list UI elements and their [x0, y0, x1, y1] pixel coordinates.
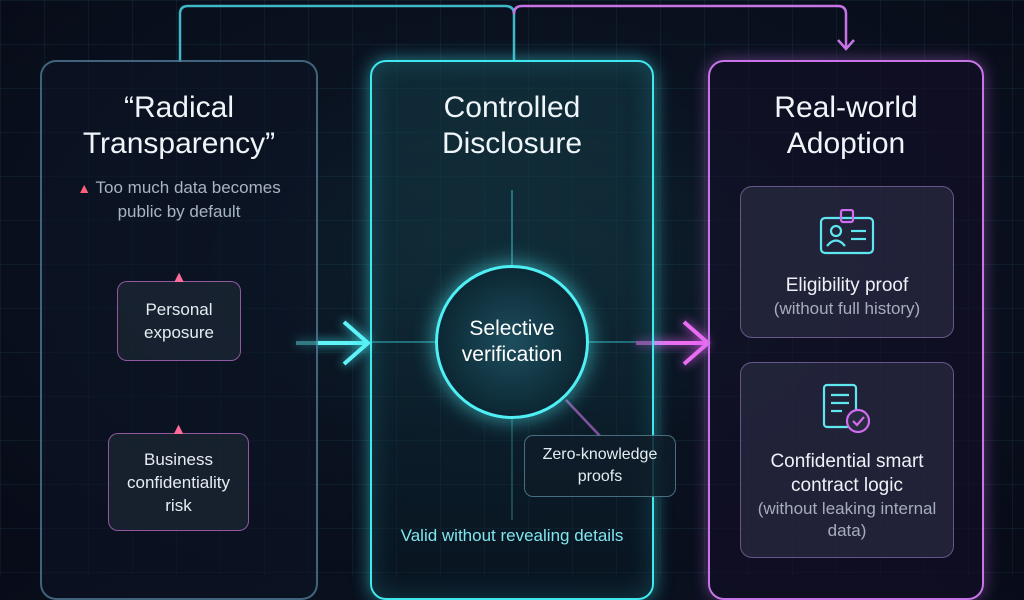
right-title: Real-world Adoption — [774, 91, 918, 160]
confidential-contract-label: Confidential smart contract logic — [770, 451, 924, 496]
business-risk-card: ▲ Business confidentiality risk — [108, 422, 249, 531]
confidential-contract-sub: (without leaking internal data) — [757, 499, 937, 540]
zk-label: Zero-knowledge proofs — [542, 446, 658, 485]
warning-icon: ▲ — [170, 421, 187, 438]
transparency-warning: ▲ Too much data becomes public by defaul… — [62, 176, 296, 224]
selective-verification-hub: Selective verification — [435, 265, 589, 419]
controlled-disclosure-panel: Controlled Disclosure — [370, 60, 654, 600]
valid-note: Valid without revealing details — [400, 526, 624, 545]
warning-icon: ▲ — [171, 269, 187, 286]
warning-icon: ▲ — [77, 180, 92, 196]
eligibility-card: Eligibility proof (without full history) — [740, 186, 954, 338]
center-title: Controlled Disclosure — [441, 91, 583, 160]
eligibility-sub: (without full history) — [773, 299, 921, 318]
eligibility-label: Eligibility proof — [785, 275, 909, 296]
id-badge-icon — [819, 209, 875, 255]
warning-text: Too much data becomes public by default — [95, 178, 281, 221]
personal-exposure-label: Personal exposure — [144, 300, 214, 342]
zero-knowledge-card: Zero-knowledge proofs — [524, 435, 676, 497]
confidential-contract-card: Confidential smart contract logic (witho… — [740, 362, 954, 558]
document-check-icon — [822, 383, 871, 434]
business-risk-label: Business confidentiality risk — [126, 449, 230, 515]
left-title: “Radical Transparency” — [82, 91, 276, 160]
personal-exposure-card: ▲ Personal exposure — [117, 270, 241, 361]
hub-label: Selective verification — [461, 317, 563, 366]
